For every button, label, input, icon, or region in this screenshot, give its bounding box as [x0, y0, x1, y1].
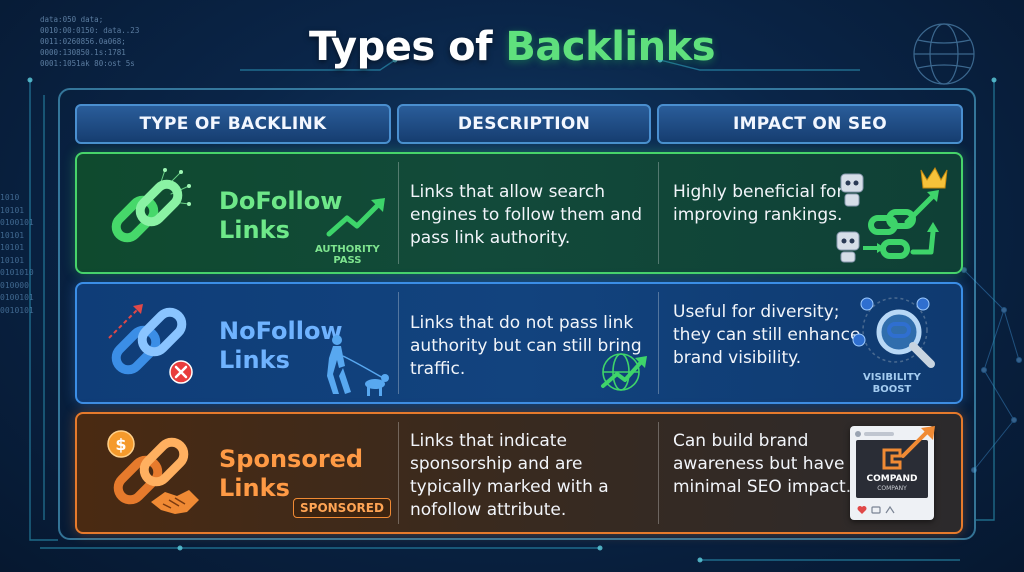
no-entry-icon — [169, 360, 193, 384]
magnifier-icon — [852, 297, 935, 368]
table-frame — [58, 88, 976, 540]
table-row-sponsored: $ Sponsored Links SPONSORED Links that i… — [75, 412, 963, 534]
handshake-icon — [151, 490, 199, 514]
authority-pass-badge: AUTHORITY PASS — [315, 244, 380, 266]
header-description: DESCRIPTION — [397, 104, 651, 144]
sponsored-badge: SPONSORED — [293, 498, 391, 518]
type-name-line: Links — [219, 346, 290, 374]
type-name-line: Sponsored — [219, 445, 364, 473]
brand-image: COMPAND COMPANY — [856, 440, 928, 498]
brand-logo-icon — [882, 448, 902, 470]
table-row-dofollow: DoFollow Links AUTHORITY PASS Links that… — [75, 152, 963, 274]
column-divider — [658, 292, 659, 394]
globe-icon — [913, 23, 975, 85]
impact-dofollow: Highly beneficial for improving rankings… — [673, 182, 844, 225]
title-part-plain: Types of — [308, 24, 506, 70]
chain-link-icon — [111, 168, 191, 243]
type-name-nofollow: NoFollow Links — [219, 317, 343, 375]
background-binary-text: 1010 10101 0100101 10101 10101 10101 010… — [0, 193, 34, 315]
column-divider — [398, 162, 399, 264]
description-sponsored: Links that indicate sponsorship and are … — [410, 431, 609, 520]
walker-with-dog-icon — [327, 335, 389, 396]
table-row-nofollow: NoFollow Links Links that do not pass li… — [75, 282, 963, 404]
description-nofollow: Links that do not pass link authority bu… — [410, 313, 642, 379]
type-name-line: NoFollow — [219, 317, 343, 345]
badge-line: BOOST — [872, 384, 912, 395]
description-dofollow: Links that allow search engines to follo… — [410, 182, 643, 248]
type-name-line: DoFollow — [219, 187, 343, 215]
badge-line: VISIBILITY — [863, 372, 921, 383]
impact-nofollow: Useful for diversity; they can still enh… — [673, 302, 861, 368]
type-name-line: Links — [219, 216, 290, 244]
svg-text:$: $ — [115, 435, 126, 454]
type-name-line: Links — [219, 474, 290, 502]
social-actions-icon — [857, 505, 895, 514]
robot-chain-ranking-icon — [836, 167, 948, 263]
card-header-icon — [855, 431, 894, 437]
brand-name: COMPAND — [866, 474, 918, 484]
type-name-sponsored: Sponsored Links — [219, 445, 363, 503]
impact-sponsored: Can build brand awareness but have minim… — [673, 431, 852, 497]
chain-link-icon — [108, 304, 193, 384]
crown-icon — [920, 167, 948, 189]
type-name-dofollow: DoFollow Links — [219, 187, 342, 245]
sponsored-chain-icon: $ — [107, 430, 199, 514]
column-divider — [398, 422, 399, 524]
header-impact: IMPACT ON SEO — [657, 104, 963, 144]
header-type: TYPE OF BACKLINK — [75, 104, 391, 144]
column-divider — [658, 162, 659, 264]
trend-arrow-icon — [326, 198, 385, 237]
column-divider — [398, 292, 399, 394]
column-divider — [658, 422, 659, 524]
badge-line: AUTHORITY — [315, 244, 380, 255]
title-part-highlight: Backlinks — [505, 24, 716, 70]
badge-line: PASS — [333, 255, 362, 266]
brand-subtitle: COMPANY — [877, 485, 907, 492]
page-title: Types of Backlinks — [0, 24, 1024, 70]
trend-arrow-icon — [901, 426, 935, 458]
background-code-text: data:050 data; 0010:00:0150: data..23 00… — [40, 15, 140, 68]
globe-arrow-icon — [601, 353, 647, 391]
visibility-boost-badge: VISIBILITY BOOST — [863, 372, 921, 396]
dollar-coin-icon: $ — [107, 430, 135, 458]
